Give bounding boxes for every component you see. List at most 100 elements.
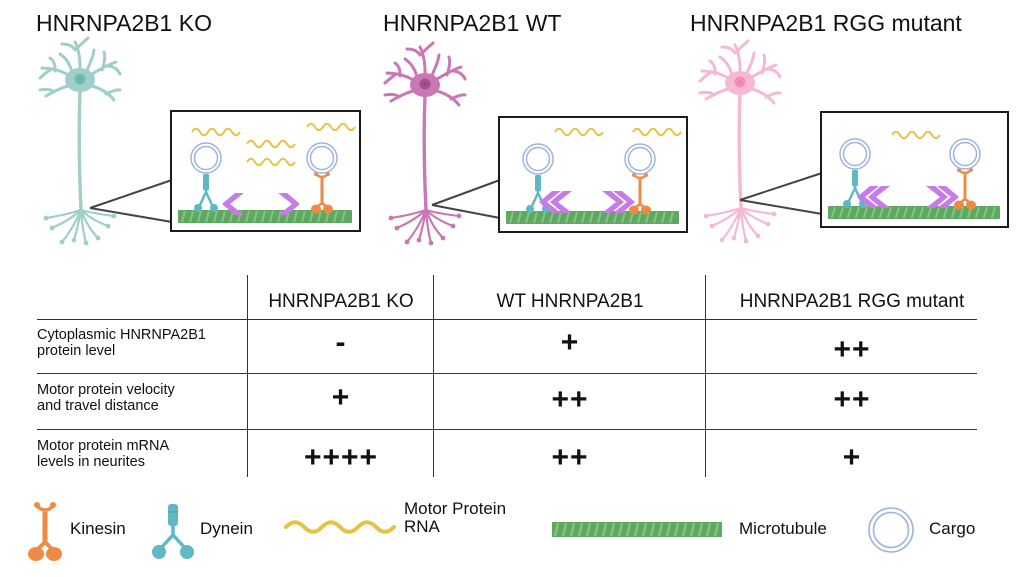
row-label-line: levels in neurites <box>37 454 145 470</box>
neuron-wt-icon <box>375 40 475 246</box>
dendrite <box>106 64 122 76</box>
dendrite <box>418 41 435 57</box>
microtubule-icon <box>828 206 1000 219</box>
dendrite <box>73 40 82 72</box>
axon-terminal <box>739 206 760 238</box>
arrow-right-icon <box>926 186 959 208</box>
legend-cargo-label: Cargo <box>929 519 976 538</box>
row-label-line: Cytoplasmic HNRNPA2B1 <box>37 327 206 343</box>
dendrite <box>38 68 52 80</box>
arrow-right-icon <box>278 193 300 215</box>
arrow-right-icon <box>602 191 635 213</box>
zoom-box-ko <box>170 110 361 232</box>
table-cell: + <box>842 441 862 474</box>
kinesin-foot <box>28 547 44 561</box>
panel-title-ko: HNRNPA2B1 KO <box>36 10 212 36</box>
dynein-foot <box>180 545 194 559</box>
dendrite <box>73 36 90 52</box>
dendrite <box>698 71 712 83</box>
dendrite <box>733 43 742 75</box>
arrow-left-icon <box>222 193 244 215</box>
arrow-left-icon <box>539 191 572 213</box>
dendrite <box>750 63 778 79</box>
table-cell: ++ <box>551 441 589 474</box>
axon-terminal <box>704 206 743 218</box>
microtubule-icon <box>506 211 679 224</box>
row-label-line: and travel distance <box>37 398 159 414</box>
cargo-icon <box>306 142 338 174</box>
dendrite <box>393 61 402 78</box>
dendrite <box>104 88 122 96</box>
row-label-line: Motor protein mRNA <box>37 438 170 454</box>
neuron-rgg-icon <box>690 38 790 244</box>
cargo-icon <box>522 143 554 175</box>
table-row-divider <box>37 319 977 321</box>
dendrite <box>383 92 401 99</box>
table-cell: ++++ <box>303 441 379 474</box>
kinesin-icon <box>629 173 651 215</box>
dynein-icon <box>194 174 218 212</box>
table-divider <box>433 275 435 477</box>
table-cell: + <box>331 381 351 414</box>
dendrite <box>100 50 107 72</box>
dendrite <box>435 65 463 81</box>
dendrite <box>58 52 74 74</box>
axon-terminal <box>79 208 116 218</box>
dendrite <box>389 89 415 103</box>
axon-terminal <box>424 208 445 240</box>
table-cell: ++ <box>833 333 871 366</box>
axon-terminal <box>44 208 83 220</box>
dendrite <box>38 87 56 94</box>
axon-terminal <box>79 208 100 240</box>
legend-rna-line: Motor Protein <box>404 499 507 518</box>
dendrite <box>750 87 776 105</box>
column-header-ko: HNRNPA2B1 KO <box>268 291 414 312</box>
rna-icon <box>891 130 941 140</box>
dynein-icon <box>152 504 194 559</box>
dendrite <box>733 39 750 55</box>
rna-icon <box>554 127 604 137</box>
kinesin-icon <box>311 172 333 214</box>
dynein-stalk <box>168 504 178 526</box>
axon <box>737 92 743 209</box>
dendrite <box>760 53 767 75</box>
legend-dynein-label: Dynein <box>200 519 253 538</box>
dynein-foot <box>152 545 166 559</box>
dendrite <box>90 60 118 76</box>
cargo-icon <box>190 142 222 174</box>
rna-icon <box>284 520 396 534</box>
dendrite <box>44 84 70 98</box>
legend-rna-line: RNA <box>404 517 440 536</box>
dendrite <box>383 73 397 85</box>
table-row-divider <box>37 429 977 431</box>
rna-icon <box>246 139 296 149</box>
cargo-icon <box>624 143 656 175</box>
dendrite <box>418 45 427 77</box>
axon <box>422 94 428 211</box>
dendrite <box>708 59 717 76</box>
microtubule-icon <box>178 210 352 223</box>
table-cell: ++ <box>833 383 871 416</box>
cargo-icon <box>949 138 981 170</box>
dendrite <box>403 57 419 79</box>
dendrite <box>451 69 467 81</box>
kinesin-icon <box>28 502 62 561</box>
dendrite <box>718 55 734 77</box>
axon-terminal <box>424 208 461 218</box>
dendrite <box>764 91 782 99</box>
column-header-wt: WT HNRNPA2B1 <box>496 291 644 312</box>
rna-icon <box>306 122 356 132</box>
dendrite <box>766 67 782 79</box>
arrow-left-icon <box>857 186 890 208</box>
panel-title-wt: HNRNPA2B1 WT <box>383 10 562 36</box>
cargo-icon <box>868 507 914 553</box>
dendrite <box>90 84 116 102</box>
table-divider <box>247 275 249 477</box>
cargo-icon <box>839 138 871 170</box>
column-header-rgg: HNRNPA2B1 RGG mutant <box>739 291 965 312</box>
table-divider <box>705 275 707 477</box>
